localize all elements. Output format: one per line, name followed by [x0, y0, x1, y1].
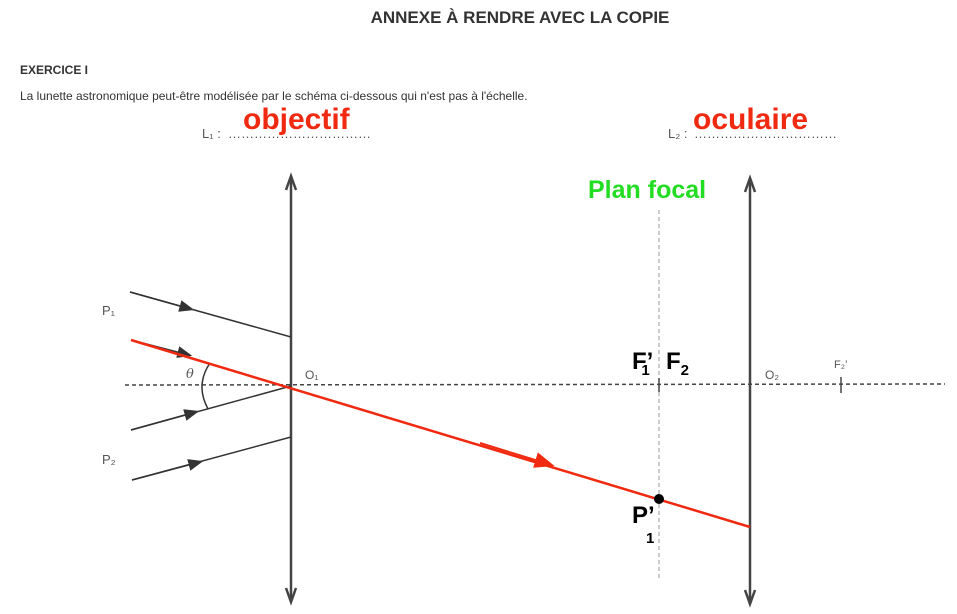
label-theta: θ	[186, 367, 194, 382]
lens2-label: L₂ :	[668, 126, 688, 141]
label-p1p: P’1	[632, 502, 655, 547]
lens2-answer: oculaire	[693, 103, 809, 136]
label-p2: P₂	[102, 452, 116, 467]
image-point-p1p	[654, 494, 664, 504]
optical-axis	[124, 383, 946, 386]
theta-arc	[201, 362, 211, 410]
label-f1p: F’1	[632, 348, 654, 379]
red-ray	[130, 338, 751, 529]
lens1-answer: objectif	[243, 103, 350, 136]
lens2	[743, 174, 757, 608]
label-f2: F2	[666, 348, 690, 379]
lens1-answer-line[interactable]: ……………………………	[228, 126, 371, 141]
lens2-answer-line[interactable]: ……………………………	[694, 126, 837, 141]
label-o2: O₂	[765, 368, 779, 382]
label-p1: P₁	[102, 303, 116, 318]
page-title: ANNEXE À RENDRE AVEC LA COPIE	[370, 8, 670, 27]
exercise-statement: La lunette astronomique peut-être modéli…	[20, 89, 528, 103]
exercise-heading: EXERCICE I	[20, 63, 89, 77]
lens1-label: L₁ :	[202, 126, 221, 141]
label-o1: O₁	[305, 368, 319, 382]
plan-focal-label: Plan focal	[588, 176, 707, 204]
label-f2p: F₂’	[834, 359, 848, 371]
